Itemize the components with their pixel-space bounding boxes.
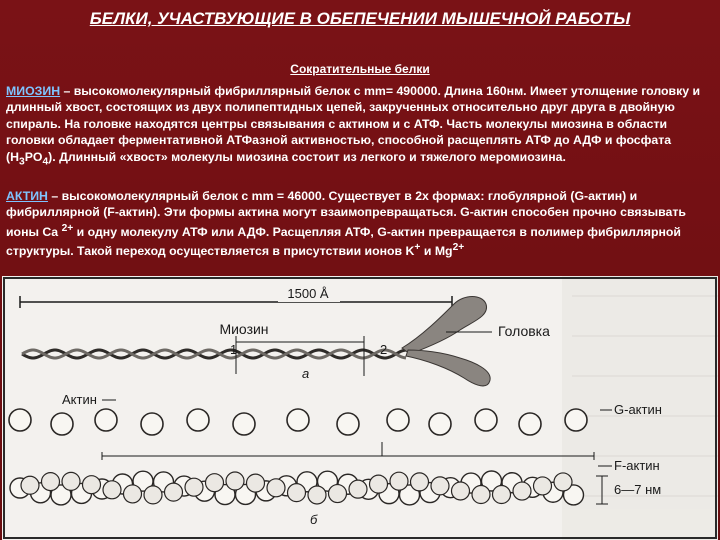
g-actin-globule [564,408,588,432]
myosin-po: PO [24,149,43,164]
part-b-label: б [310,512,318,527]
f-actin-bead [491,484,512,505]
f-actin-bead [368,474,389,494]
g-actin-globule [94,408,118,432]
f-actin-bead [532,476,553,496]
slide-title: БЕЛКИ, УЧАСТВУЮЩИЕ В ОБЕПЕЧЕНИИ МЫШЕЧНОЙ… [89,9,631,28]
length-label: 1500 Å [287,286,329,301]
g-actin-globule [474,408,498,432]
actin-term: АКТИН [6,189,48,203]
g-actin-globule [140,412,164,436]
g-actin-globule [336,412,360,436]
f-actin-bead [266,478,286,498]
myosin-tail [21,348,407,360]
myosin-term: МИОЗИН [6,84,61,98]
figure-svg: 1500 Å Миозин Головка 1 2 а Актин G-акти… [3,276,718,540]
f-actin-bead [307,485,327,505]
myosin-actin-figure: 1500 Å Миозин Головка 1 2 а Актин G-акти… [2,276,718,540]
f-actin-bead [143,485,163,505]
myosin-paragraph: МИОЗИН – высокомолекулярный фибриллярный… [6,83,714,170]
length-bracket [19,296,453,308]
actin-text-3: и Mg [420,244,453,259]
g-actin-globule [232,412,256,436]
f-actin-bead [348,479,368,499]
actin-sup-mg: 2+ [452,242,465,254]
f-actin-label: F-актин [614,458,660,473]
g-actin-globules [8,408,588,436]
g-actin-label: G-актин [614,402,662,417]
f-actin-bead [204,473,225,493]
f-actin-bead [450,481,471,501]
marker-1: 1 [230,342,237,357]
marker-2: 2 [380,342,387,357]
f-actin-bead [389,471,409,491]
f-actin-polymer [9,470,585,506]
actin-text-2: и одну молекулу АТФ или АДФ. Расщепляя А… [6,224,681,259]
f-actin-bead [245,473,266,493]
f-actin-bead [286,483,307,503]
f-actin-bracket [101,442,595,460]
f-actin-bead [327,483,348,504]
f-actin-bead [102,480,122,500]
g-actin-globule [50,412,74,436]
actin-label: Актин [62,392,97,407]
figure-frame [3,277,717,539]
f-actin-bead [562,484,585,506]
myosin-heads [401,296,491,387]
f-actin-bead [122,484,143,504]
g-actin-globule [386,408,410,432]
g-actin-globule [186,408,210,432]
g-actin-globule [518,412,542,436]
actin-sup-ca: 2+ [61,222,74,234]
g-actin-globule [286,408,310,432]
f-actin-bead [61,471,81,491]
myosin-strand-2 [21,348,407,360]
myosin-sub-3: 3 [18,156,25,168]
f-actin-bead [225,471,245,491]
myosin-strand-1 [21,348,407,360]
nm-dimension [596,475,608,505]
nm-label: 6—7 нм [614,482,661,497]
length-label-bg [278,284,340,302]
f-actin-bead [512,481,532,501]
f-actin-bead [20,475,40,495]
actin-text: – высокомолекулярный белок с mm = 46000.… [6,189,686,239]
f-actin-bead [430,476,450,496]
f-actin-bead [163,482,184,502]
myosin-sub-4: 4 [42,156,49,168]
g-actin-globule [8,408,32,432]
myosin-text: – высокомолекулярный фибриллярный белок … [6,84,701,164]
myosin-label: Миозин [219,321,268,337]
f-actin-bead [40,472,61,492]
f-actin-bead [409,472,430,492]
actin-sup-k: + [414,242,421,254]
actin-paragraph: АКТИН – высокомолекулярный белок с mm = … [6,188,714,260]
myosin-tail-text: ). Длинный «хвост» молекулы миозина сост… [48,149,566,164]
g-actin-globule [428,412,452,436]
f-actin-bead [553,472,573,492]
f-actin-bead [184,477,204,497]
f-actin-bead [471,484,491,505]
head-label: Головка [498,323,550,339]
part-a-label: а [302,366,309,381]
ghost-background-text [562,276,718,540]
slide-subtitle: Сократительные белки [290,62,430,76]
f-actin-bead [81,475,102,495]
